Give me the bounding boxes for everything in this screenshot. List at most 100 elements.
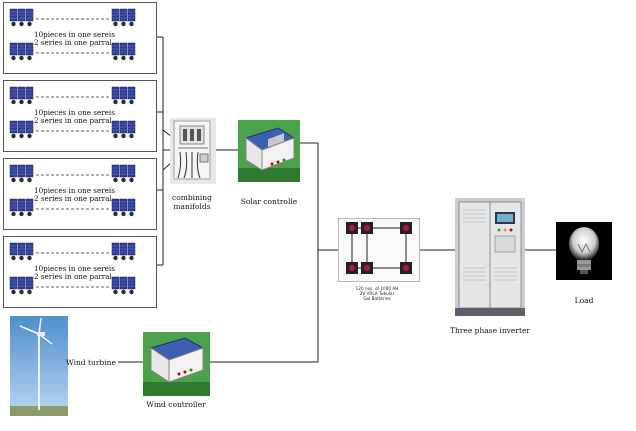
- solar-module: [25, 198, 34, 212]
- panel-connector: [113, 99, 118, 105]
- inverter-label: Three phase inverter: [450, 326, 530, 335]
- panel-connector: [121, 177, 126, 183]
- solar-module: [9, 198, 18, 212]
- solar-module: [9, 242, 18, 256]
- solar-module: [127, 86, 136, 100]
- panel-connector: [27, 21, 32, 27]
- panel-connector: [11, 289, 16, 295]
- combining-manifold-label: combining manifolds: [164, 193, 220, 211]
- panel-connector: [19, 21, 24, 27]
- panel-connector: [27, 289, 32, 295]
- panel-connector: [129, 255, 134, 261]
- panel-connector: [11, 55, 16, 61]
- solar-module: [111, 86, 120, 100]
- solar-module: [17, 8, 26, 22]
- panel-connector: [27, 177, 32, 183]
- panel-connector: [113, 255, 118, 261]
- panel-caption-line2: 2 series in one parral: [34, 272, 112, 281]
- panel-connector: [19, 133, 24, 139]
- panel-connector: [19, 255, 24, 261]
- panel-connector: [27, 99, 32, 105]
- solar-module: [25, 8, 34, 22]
- panel-caption-line1: 10pieces in one sereis: [34, 186, 115, 195]
- solar-module: [17, 164, 26, 178]
- panel-connector: [129, 289, 134, 295]
- panel-caption-line1: 10pieces in one sereis: [34, 108, 115, 117]
- panel-connector: [27, 255, 32, 261]
- panel-connector: [113, 211, 118, 217]
- battery-caption-line3: Gel Batteries: [363, 296, 391, 301]
- solar-module: [17, 198, 26, 212]
- panel-connector: [121, 289, 126, 295]
- panel-connector: [113, 55, 118, 61]
- panel-connector: [11, 133, 16, 139]
- panel-connector: [11, 177, 16, 183]
- solar-module: [119, 42, 128, 56]
- solar-module: [127, 8, 136, 22]
- panel-connector: [27, 211, 32, 217]
- solar-module: [9, 120, 18, 134]
- panel-connector: [113, 177, 118, 183]
- panel-connector: [27, 55, 32, 61]
- solar-module: [111, 276, 120, 290]
- solar-module: [127, 164, 136, 178]
- panel-connector: [19, 177, 24, 183]
- solar-module: [9, 8, 18, 22]
- solar-module: [119, 120, 128, 134]
- panel-connector: [129, 177, 134, 183]
- panel-connector: [129, 21, 134, 27]
- inverter-image: [455, 198, 525, 316]
- solar-module: [25, 42, 34, 56]
- solar-module: [111, 198, 120, 212]
- solar-module: [119, 164, 128, 178]
- solar-module: [111, 164, 120, 178]
- panel-caption-line1: 10pieces in one sereis: [34, 30, 115, 39]
- panel-caption-line1: 10pieces in one sereis: [34, 264, 115, 273]
- wind-controller-label: Wind controller: [146, 400, 206, 409]
- battery-bank-image: [337, 217, 421, 283]
- combining-label-line2: manifolds: [173, 202, 211, 211]
- battery-caption-line1: 120 nos. of 1000 AH: [355, 286, 399, 291]
- panel-connector: [113, 133, 118, 139]
- solar-module: [111, 120, 120, 134]
- solar-module: [25, 164, 34, 178]
- solar-module: [127, 42, 136, 56]
- panel-caption-line2: 2 series in one parral: [34, 194, 112, 203]
- solar-module: [9, 276, 18, 290]
- panel-connector: [129, 133, 134, 139]
- wind-turbine-label: Wind turbine: [66, 358, 116, 367]
- panel-connector: [19, 211, 24, 217]
- panel-connector: [129, 55, 134, 61]
- panel-caption-line2: 2 series in one parral: [34, 38, 112, 47]
- panel-connector: [129, 99, 134, 105]
- solar-module: [127, 276, 136, 290]
- load-label: Load: [574, 296, 594, 305]
- solar-module: [17, 120, 26, 134]
- panel-connector: [11, 211, 16, 217]
- solar-module: [25, 86, 34, 100]
- battery-cells: [346, 222, 412, 274]
- panel-connector: [11, 255, 16, 261]
- solar-module: [119, 242, 128, 256]
- solar-module: [111, 8, 120, 22]
- solar-module: [119, 276, 128, 290]
- panel-connector: [19, 99, 24, 105]
- wind-turbine-image: [10, 316, 68, 416]
- solar-module: [127, 120, 136, 134]
- panel-caption-line2: 2 series in one parral: [34, 116, 112, 125]
- panel-connector: [113, 289, 118, 295]
- combining-label-line1: combining: [172, 193, 212, 202]
- panel-connector: [19, 55, 24, 61]
- panel-connector: [121, 255, 126, 261]
- panel-connector: [121, 21, 126, 27]
- solar-module: [17, 242, 26, 256]
- solar-controller-label: Solar controlle: [240, 197, 298, 206]
- panel-connector: [121, 55, 126, 61]
